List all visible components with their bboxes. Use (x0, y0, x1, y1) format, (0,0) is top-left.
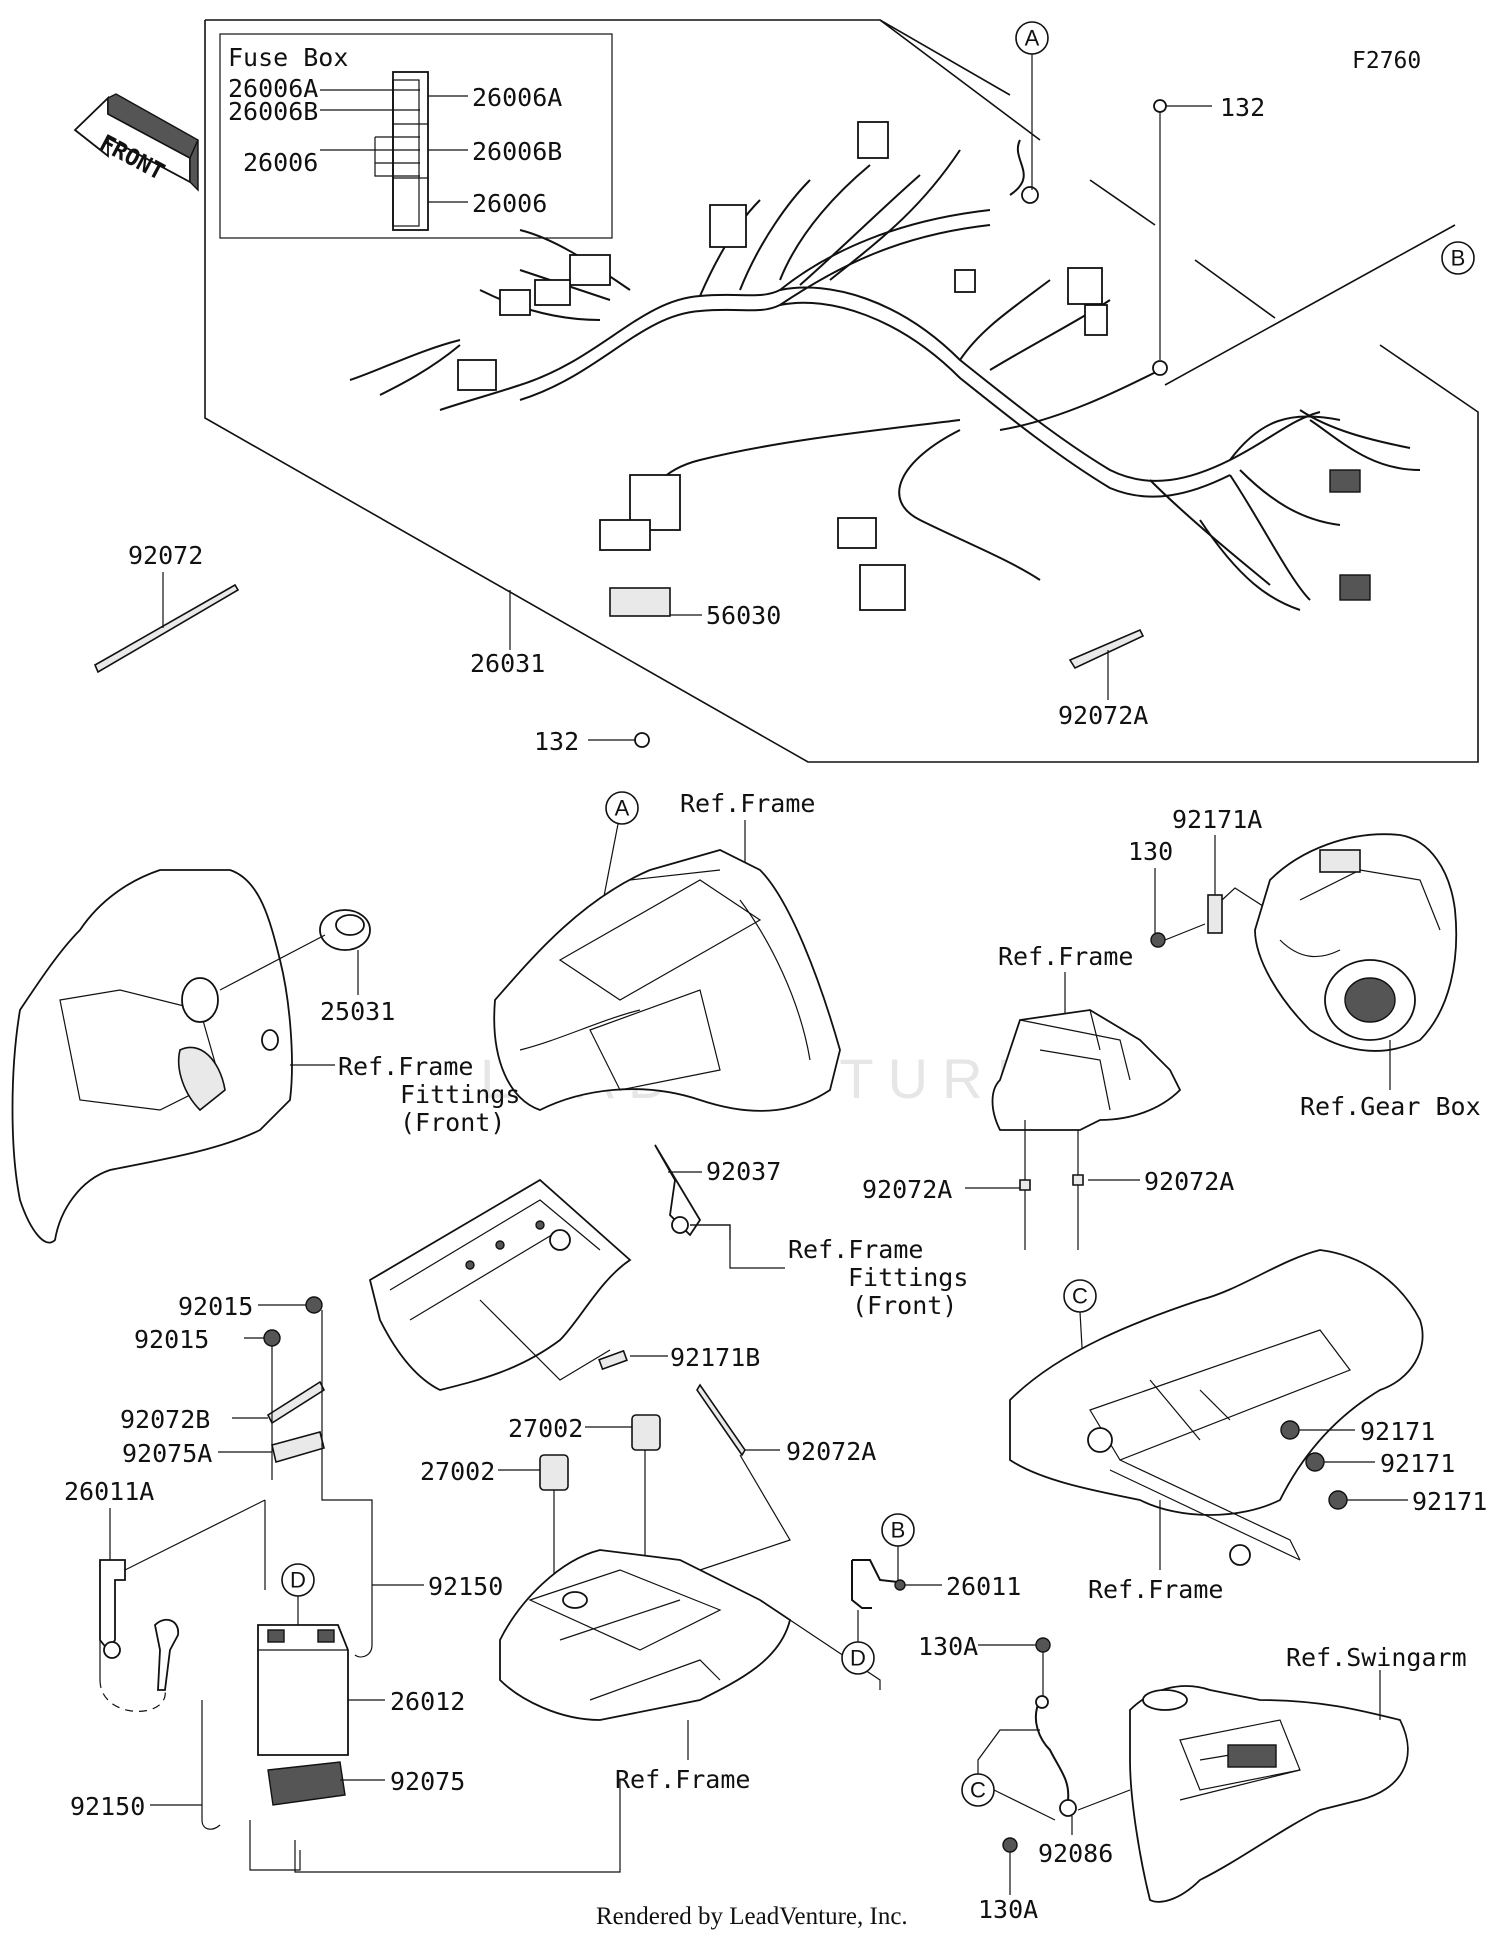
label-ref-frame-3: Ref.Frame (615, 1765, 750, 1794)
label-92072a-left: 92072A (862, 1175, 952, 1204)
label-132-top: 132 (1220, 93, 1265, 122)
relay-27002-a (631, 1414, 661, 1451)
label-ref-frame-2: Ref.Frame (998, 942, 1133, 971)
battery-tray-section: 27002 27002 92072A Ref.Frame (420, 1383, 881, 1794)
label-130a-top: 130A (918, 1632, 978, 1661)
label-ref-frame-fittings-1-line2: Fittings (400, 1080, 520, 1109)
clamp-92171-b (1305, 1452, 1325, 1472)
label-92072: 92072 (128, 541, 203, 570)
svg-text:B: B (891, 1518, 906, 1543)
svg-text:D: D (850, 1646, 866, 1671)
center-bracket-plate: 92037 Ref.Frame Fittings (Front) 92171B (368, 1144, 968, 1391)
fuse-label-right-b: 26006B (472, 137, 562, 166)
fuse-label-left-b: 26006B (228, 97, 318, 126)
svg-text:D: D (290, 1568, 306, 1593)
svg-text:B: B (1451, 246, 1466, 271)
front-arrow-icon: FRONT (73, 93, 199, 192)
callout-b-top (1441, 241, 1475, 275)
label-92072a-top: 92072A (1058, 701, 1148, 730)
cable-26011a (99, 1559, 126, 1652)
label-92150-left: 92150 (70, 1792, 145, 1821)
label-26012: 26012 (390, 1687, 465, 1716)
fuse-label-left-c: 26006 (243, 148, 318, 177)
label-92171-a: 92171 (1360, 1417, 1435, 1446)
gear-box-section: 92171A 130 Ref.Gear Box (1128, 805, 1481, 1121)
frame-bracket-section: Ref.Frame 92072A 92072A (862, 942, 1234, 1250)
label-25031: 25031 (320, 997, 395, 1026)
relay-27002-b (539, 1454, 569, 1491)
svg-text:C: C (970, 1778, 986, 1803)
fuse-label-right-c: 26006 (472, 189, 547, 218)
label-92075: 92075 (390, 1767, 465, 1796)
label-26011: 26011 (946, 1572, 1021, 1601)
fuse-box-inset: Fuse Box 26006A 26006B 26006 26006A 2600… (219, 33, 613, 239)
label-92171b: 92171B (670, 1343, 760, 1372)
label-ref-frame-fittings-2-line1: Ref.Frame (788, 1235, 923, 1264)
label-ref-frame-4: Ref.Frame (1088, 1575, 1223, 1604)
main-wiring-harness (349, 121, 1421, 617)
label-92072a-right: 92072A (1144, 1167, 1234, 1196)
harness-box (204, 19, 1479, 763)
clamp-92171-a (1280, 1420, 1300, 1440)
fuse-box-title: Fuse Box (228, 43, 348, 72)
diagram-code: F2760 (1352, 48, 1421, 74)
svg-text:A: A (615, 796, 630, 821)
label-56030: 56030 (706, 601, 781, 630)
label-92015-a: 92015 (178, 1292, 253, 1321)
swingarm-section: 130A 92086 C 130A Ref.Swingarm (918, 1632, 1467, 1924)
label-ref-frame-fittings-1-line3: (Front) (400, 1108, 505, 1137)
label-92150-right: 92150 (428, 1572, 503, 1601)
label-ref-frame-fittings-1-line1: Ref.Frame (338, 1052, 473, 1081)
label-ref-frame-fittings-2-line3: (Front) (852, 1291, 957, 1320)
label-130: 130 (1128, 837, 1173, 866)
label-ref-gear-box: Ref.Gear Box (1300, 1092, 1481, 1121)
label-26011a: 26011A (64, 1477, 154, 1506)
label-27002-b: 27002 (420, 1457, 495, 1486)
label-26031: 26031 (470, 649, 545, 678)
clamp-92171-c (1328, 1490, 1348, 1510)
frame-section-c: C 92171 92171 92171 Ref.Frame (1009, 1249, 1487, 1604)
frame-section-a: 132 A Ref.Frame (493, 727, 841, 1112)
label-ref-swingarm: Ref.Swingarm (1286, 1643, 1467, 1672)
callout-a-mid (605, 791, 639, 825)
label-132-mid: 132 (534, 727, 579, 756)
battery-section: 92015 92015 92072B 92075A 26011A D 26012… (64, 1292, 621, 1873)
label-92171a: 92171A (1172, 805, 1262, 834)
label-92171-c: 92171 (1412, 1487, 1487, 1516)
svg-text:C: C (1072, 1284, 1088, 1309)
label-ref-frame-fittings-2-line2: Fittings (848, 1263, 968, 1292)
bracket-92171a (1207, 894, 1223, 934)
battery-26012 (257, 1624, 349, 1756)
fuse-label-left-a: 26006A (228, 74, 318, 103)
label-92037: 92037 (706, 1157, 781, 1186)
cable-26011-section: B 26011 D (841, 1513, 1021, 1675)
label-92015-b: 92015 (134, 1325, 209, 1354)
label-92072a-mid: 92072A (786, 1437, 876, 1466)
footer-credit: Rendered by LeadVenture, Inc. (596, 1903, 908, 1930)
label-56030-sticker (609, 587, 671, 617)
label-92072b: 92072B (120, 1405, 210, 1434)
label-92075a: 92075A (122, 1439, 212, 1468)
label-130a-bottom: 130A (978, 1895, 1038, 1924)
front-fittings-panel: 25031 Ref.Frame Fittings (Front) (11, 869, 520, 1244)
label-27002-a: 27002 (508, 1414, 583, 1443)
top-labels: A 132 B 92072 26031 56030 92072A (93, 21, 1475, 730)
fuse-label-right-a: 26006A (472, 83, 562, 112)
svg-text:A: A (1025, 26, 1040, 51)
label-92171-b: 92171 (1380, 1449, 1455, 1478)
label-92086: 92086 (1038, 1839, 1113, 1868)
label-ref-frame-1: Ref.Frame (680, 789, 815, 818)
